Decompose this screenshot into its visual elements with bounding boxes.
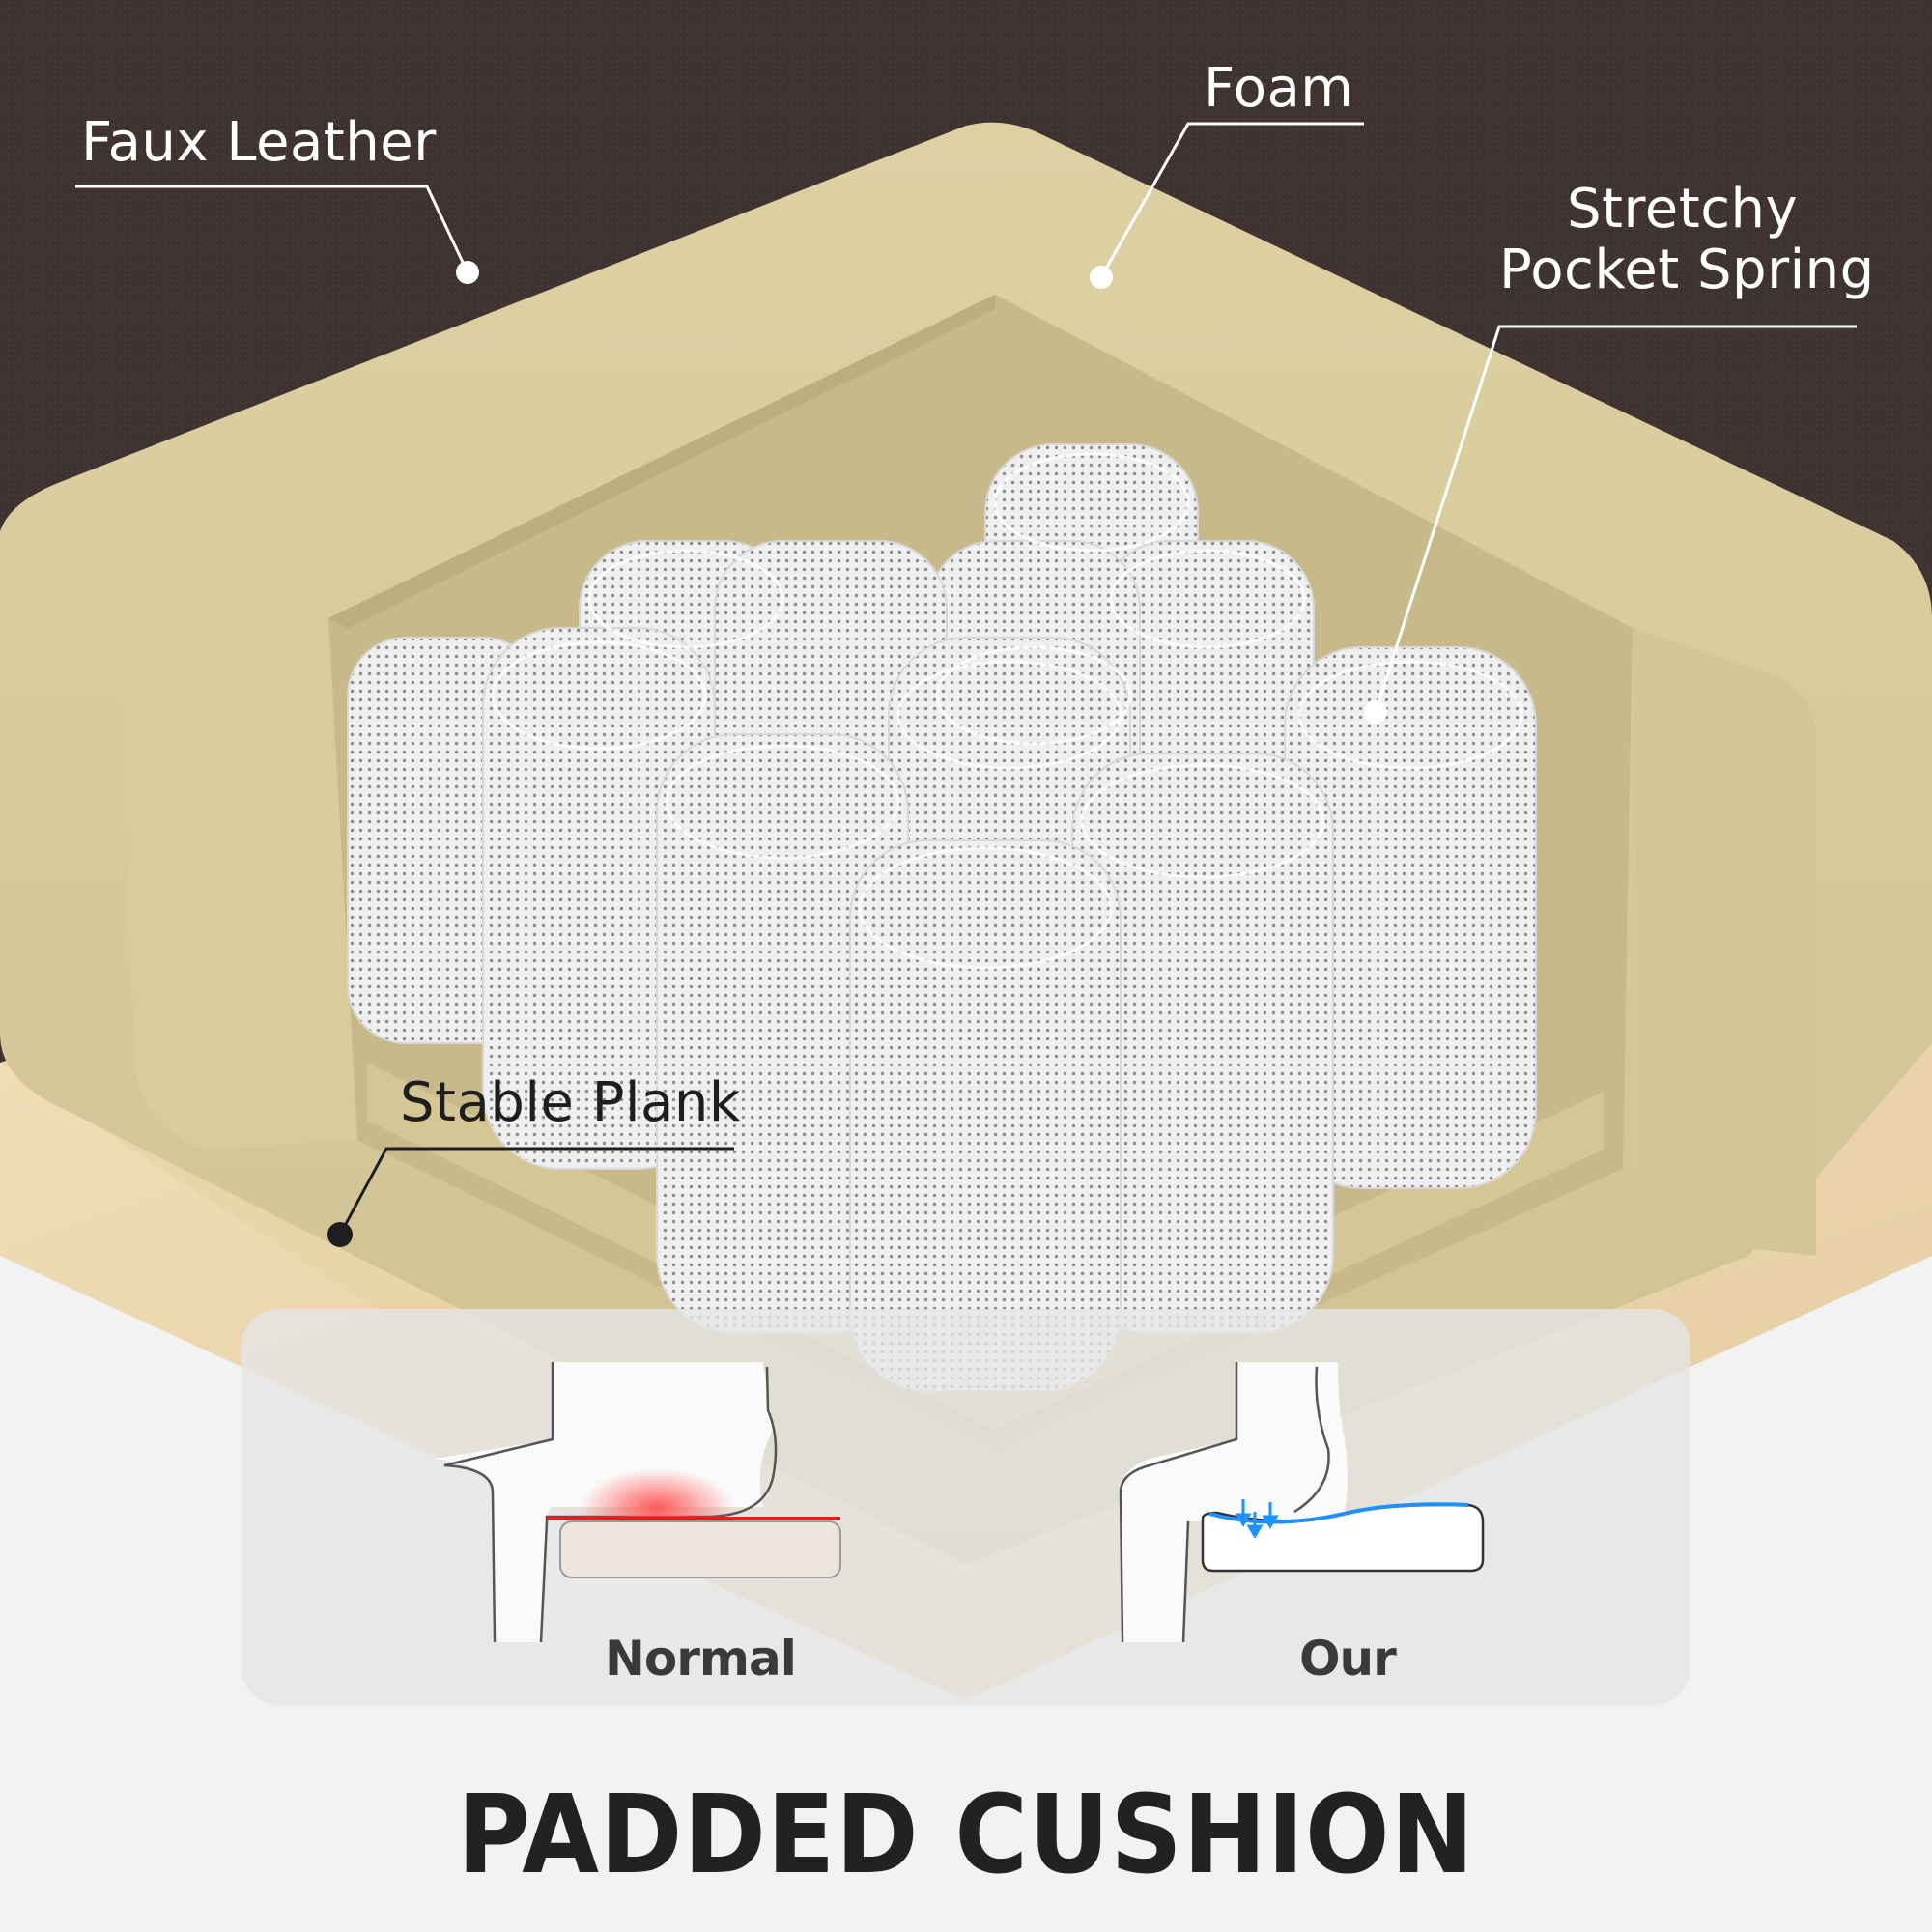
callout-pocket-spring-line1: Stretchy xyxy=(1567,178,1799,241)
pocket-spring-marker xyxy=(1364,700,1387,724)
our-seat-diagram xyxy=(1119,1362,1485,1643)
foam-marker xyxy=(1090,266,1113,289)
callout-stable-plank: Stable Plank xyxy=(400,1071,741,1134)
callout-pocket-spring-line2: Pocket Spring xyxy=(1499,239,1875,301)
faux-leather-marker xyxy=(456,261,479,284)
stable-plank-marker xyxy=(327,1222,353,1247)
normal-seat-diagram xyxy=(435,1362,841,1643)
normal-cushion-shape xyxy=(559,1520,841,1578)
headline-title: PADDED CUSHION xyxy=(457,1773,1475,1898)
our-label: Our xyxy=(1299,1631,1397,1687)
down-arrow-icons xyxy=(1235,1499,1279,1539)
callout-faux-leather: Faux Leather xyxy=(81,111,437,174)
callout-foam: Foam xyxy=(1204,57,1354,120)
support-curve xyxy=(1208,1502,1469,1524)
normal-label: Normal xyxy=(605,1631,797,1687)
pocket-spring-grid xyxy=(347,443,1537,1392)
